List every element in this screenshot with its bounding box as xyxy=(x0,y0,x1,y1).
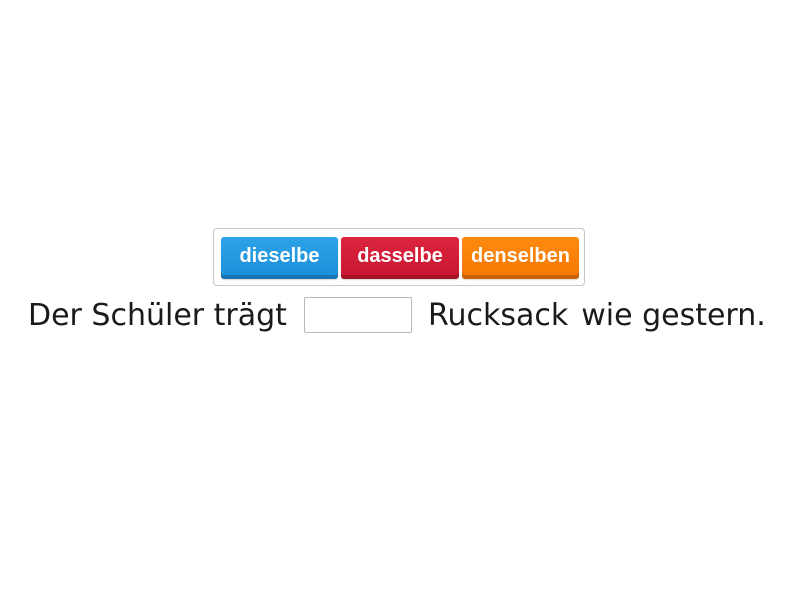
word-tile-denselben[interactable]: denselben xyxy=(462,237,579,279)
word-tile-dasselbe[interactable]: dasselbe xyxy=(341,237,459,279)
sentence-text-after-1: Rucksack xyxy=(427,297,569,333)
sentence-text-before: Der Schüler trägt xyxy=(28,297,287,333)
word-tile-dieselbe[interactable]: dieselbe xyxy=(221,237,338,279)
sentence-text-after-2: wie gestern. xyxy=(581,297,766,333)
word-bank: dieselbe dasselbe denselben xyxy=(213,228,585,286)
answer-blank-dropzone[interactable] xyxy=(303,297,412,333)
sentence: Der Schüler trägt Rucksack wie gestern. xyxy=(28,294,766,336)
